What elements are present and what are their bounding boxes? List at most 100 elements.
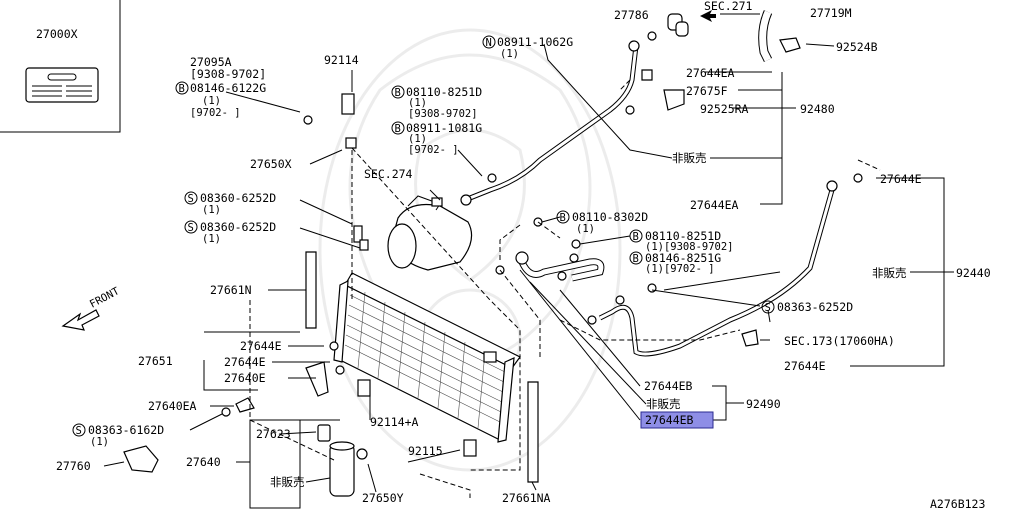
pressure-switch-27623: [317, 424, 331, 442]
not-for-sale-label-4: 非販売: [270, 475, 305, 489]
part-label-27650x[interactable]: 27650X: [250, 157, 292, 171]
diagram-code: A276B123: [930, 497, 985, 511]
part-label-92114a[interactable]: 92114+A: [370, 415, 419, 429]
part-label-27644ea-top[interactable]: 27644EA: [686, 66, 735, 80]
front-arrow: FRONT: [61, 285, 122, 331]
seal-27661n: [305, 251, 317, 329]
part-label-27644eb-highlight[interactable]: 27644EB: [645, 413, 694, 427]
seal-27661na: [527, 381, 539, 483]
part-label-27661na[interactable]: 27661NA: [502, 491, 551, 505]
part-label-92115[interactable]: 92115: [408, 444, 443, 458]
bolt-08110-8251d-b[interactable]: B 08110-8251D: [629, 229, 721, 243]
part-label-08110-8302d[interactable]: 08110-8302D: [572, 210, 648, 224]
part-label-08146-8251g[interactable]: 08146-8251G: [645, 251, 721, 265]
part-label-27640e[interactable]: 27640E: [224, 371, 266, 385]
part-label-92524b[interactable]: 92524B: [836, 40, 878, 54]
bolt-08110-8251d[interactable]: B 08110-8251D: [391, 85, 482, 99]
nut-08911-1062g[interactable]: N 08911-1062G: [482, 35, 573, 49]
part-label-27095a[interactable]: 27095A: [190, 55, 232, 69]
screw-08363-6252d[interactable]: S 08363-6252D: [761, 300, 853, 314]
range-08110-8251d: [9308-9702]: [408, 108, 478, 120]
highlighted-part-27644eb[interactable]: 27644EB: [640, 411, 714, 429]
ref-sec173[interactable]: SEC.173(17060HA): [784, 334, 895, 348]
part-label-92525ra[interactable]: 92525RA: [700, 102, 749, 116]
part-label-08363-6162d[interactable]: 08363-6162D: [88, 423, 164, 437]
highlight-box: [640, 411, 714, 429]
bolt-08146-6122g[interactable]: B 08146-6122G: [175, 81, 266, 95]
receiver-box: [249, 419, 340, 509]
screw-08360-6252d-a[interactable]: S 08360-6252D: [184, 191, 276, 205]
part-label-27661n[interactable]: 27661N: [210, 283, 252, 297]
qty-08911-1081g: (1): [408, 133, 427, 145]
qty-08110-8251d: (1): [408, 97, 427, 109]
part-label-27000x[interactable]: 27000X: [36, 27, 78, 41]
placard-icon: [25, 67, 99, 103]
part-label-27675f[interactable]: 27675F: [686, 84, 728, 98]
label-placard-inset: 27000X: [0, 0, 121, 133]
bolt-08146-8251g[interactable]: B 08146-8251G: [629, 251, 721, 265]
part-label-08360-6252d-a[interactable]: 08360-6252D: [200, 191, 276, 205]
part-label-08363-6252d[interactable]: 08363-6252D: [777, 300, 853, 314]
part-label-08911-1081g[interactable]: 08911-1081G: [406, 121, 482, 135]
not-for-sale-label-1: 非販売: [672, 151, 707, 165]
part-label-27650y[interactable]: 27650Y: [362, 491, 404, 505]
part-label-27719m[interactable]: 27719M: [810, 6, 852, 20]
part-label-27644ea-mid[interactable]: 27644EA: [690, 198, 739, 212]
part-label-08110-8251d[interactable]: 08110-8251D: [406, 85, 482, 99]
fittings: [221, 13, 863, 460]
bolt-prefix: B: [395, 87, 401, 99]
part-label-27640ea[interactable]: 27640EA: [148, 399, 197, 413]
screw-08360-6252d-b[interactable]: S 08360-6252D: [184, 220, 276, 234]
part-label-92490[interactable]: 92490: [746, 397, 781, 411]
arrow-right-icon: [700, 10, 716, 22]
bolt-prefix: B: [560, 212, 566, 224]
pipe-flexible-92490: [515, 251, 605, 282]
qty-08360-6252d-b: (1): [202, 233, 221, 245]
condenser: [333, 272, 521, 443]
range-08911-1081g: [9702- ]: [408, 144, 459, 156]
part-label-27644e-low[interactable]: 27644E: [224, 355, 266, 369]
part-label-92114[interactable]: 92114: [324, 53, 359, 67]
sensor-27760: [123, 445, 159, 473]
bolt-prefix: B: [395, 123, 401, 135]
dashed-guides: [249, 79, 881, 498]
part-label-08110-8251d-b[interactable]: 08110-8251D: [645, 229, 721, 243]
bolt-08110-8302d[interactable]: B 08110-8302D: [556, 210, 648, 224]
ref-sec271[interactable]: SEC.271: [704, 0, 753, 13]
part-label-27644eb[interactable]: 27644EB: [644, 379, 693, 393]
pipe-high-suction: [460, 40, 640, 206]
part-label-08911-1062g[interactable]: 08911-1062G: [497, 35, 573, 49]
range-08146-6122g: [9702- ]: [190, 107, 241, 119]
nut-prefix: N: [486, 37, 492, 49]
compressor: [387, 195, 473, 271]
part-label-27786[interactable]: 27786: [614, 8, 649, 22]
pipe-low-92440: [598, 180, 838, 357]
qty-08110-8302d: (1): [576, 223, 595, 235]
screw-08363-6162d[interactable]: S 08363-6162D: [72, 423, 164, 437]
sec271-ref[interactable]: SEC.271: [700, 0, 753, 22]
part-label-27760[interactable]: 27760: [56, 459, 91, 473]
part-label-92480[interactable]: 92480: [800, 102, 835, 116]
part-label-27644e-c[interactable]: 27644E: [240, 339, 282, 353]
part-label-27623[interactable]: 27623: [256, 427, 291, 441]
screw-prefix: S: [188, 193, 194, 205]
hose-27719m: [758, 10, 773, 63]
range-08110-8251d-b: (1)[9308-9702]: [645, 241, 734, 253]
ref-sec274[interactable]: SEC.274: [364, 167, 413, 181]
bolt-prefix: B: [633, 253, 639, 265]
bolt-prefix: B: [179, 83, 185, 95]
part-label-92440[interactable]: 92440: [956, 266, 991, 280]
part-labels: 27095A [9308-9702] B 08146-6122G (1) [97…: [56, 0, 991, 511]
part-label-27651[interactable]: 27651: [138, 354, 173, 368]
bolt-08911-1081g[interactable]: B 08911-1081G: [391, 121, 482, 135]
range-08146-8251g: (1)[9702- ]: [645, 263, 715, 275]
qty-08363-6162d: (1): [90, 436, 109, 448]
part-label-08146-6122g[interactable]: 08146-6122G: [190, 81, 266, 95]
part-label-08360-6252d-b[interactable]: 08360-6252D: [200, 220, 276, 234]
part-label-27644e-right[interactable]: 27644E: [880, 172, 922, 186]
part-label-27640[interactable]: 27640: [186, 455, 221, 469]
part-label-27644e-b[interactable]: 27644E: [784, 359, 826, 373]
not-for-sale-label-2: 非販売: [872, 266, 907, 280]
qty-08911-1062g: (1): [500, 48, 519, 60]
